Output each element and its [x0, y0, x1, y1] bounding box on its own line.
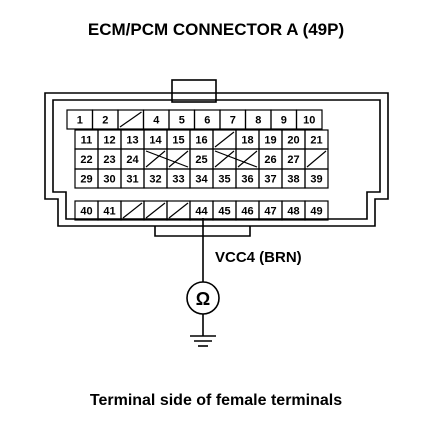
empty-pin-slash	[168, 150, 189, 168]
empty-pin-slash	[168, 202, 189, 219]
pin-label: 41	[103, 206, 115, 218]
empty-pin-cross	[145, 150, 189, 168]
empty-pin-slash	[237, 150, 258, 168]
pin-label: 22	[80, 154, 92, 166]
pin-label: 14	[149, 135, 162, 147]
pin-label: 44	[195, 206, 208, 218]
connector-housing	[44, 79, 389, 237]
pin-label: 37	[264, 174, 276, 186]
pin-label: 6	[204, 115, 210, 127]
pin-label: 20	[287, 135, 299, 147]
pin-label: 46	[241, 206, 253, 218]
pin-label: 25	[195, 154, 207, 166]
pin-label: 19	[264, 135, 276, 147]
pin-label: 32	[149, 174, 161, 186]
caption: Terminal side of female terminals	[89, 392, 343, 409]
pin-label: 18	[241, 135, 253, 147]
pin-label: 5	[179, 115, 185, 127]
pin-label: 39	[310, 174, 322, 186]
pin-label: 8	[255, 115, 261, 127]
pin-label: 47	[264, 206, 276, 218]
pin-label: 7	[230, 115, 236, 127]
pin-label: 24	[126, 154, 139, 166]
ohm-symbol: Ω	[196, 289, 210, 309]
empty-pin-cross	[214, 150, 258, 168]
pin-label: 29	[80, 174, 92, 186]
pin-label: 1	[77, 115, 83, 127]
pin-label: 15	[172, 135, 184, 147]
pin-label: 4	[153, 115, 160, 127]
pin-label: 21	[310, 135, 322, 147]
pin-label: 12	[103, 135, 115, 147]
pin-cell	[295, 109, 323, 130]
pin-label: 40	[80, 206, 92, 218]
empty-pin-slash	[122, 202, 143, 219]
pin-label: 36	[241, 174, 253, 186]
pin-label: 38	[287, 174, 299, 186]
empty-pin-slash	[306, 150, 327, 168]
pin-label: 16	[195, 135, 207, 147]
empty-pin-slash	[214, 150, 235, 168]
pin-cell	[304, 168, 329, 189]
pin-label: 9	[281, 115, 287, 127]
pin-label: 13	[126, 135, 138, 147]
pin-label: 48	[287, 206, 299, 218]
pin-cell	[304, 200, 329, 221]
pin-label: 26	[264, 154, 276, 166]
wire	[186, 218, 220, 347]
pin-label: 2	[102, 115, 108, 127]
empty-pin-slash	[145, 202, 166, 219]
pin-label: 34	[195, 174, 208, 186]
pin-label: 27	[287, 154, 299, 166]
pin-label: 49	[310, 206, 322, 218]
pin-label: 31	[126, 174, 138, 186]
diagram-title: ECM/PCM CONNECTOR A (49P)	[87, 20, 345, 39]
pin-label: 35	[218, 174, 230, 186]
empty-pin-slash	[145, 150, 166, 168]
pin-label: 11	[81, 135, 93, 147]
empty-pin-slash	[119, 111, 142, 128]
wire-label: VCC4 (BRN)	[215, 249, 302, 266]
pin-label: 45	[218, 206, 230, 218]
pin-label: 23	[103, 154, 115, 166]
pin-label: 10	[303, 115, 315, 127]
pin-label: 33	[172, 174, 184, 186]
empty-pin-slash	[214, 131, 235, 148]
pin-label: 30	[103, 174, 115, 186]
